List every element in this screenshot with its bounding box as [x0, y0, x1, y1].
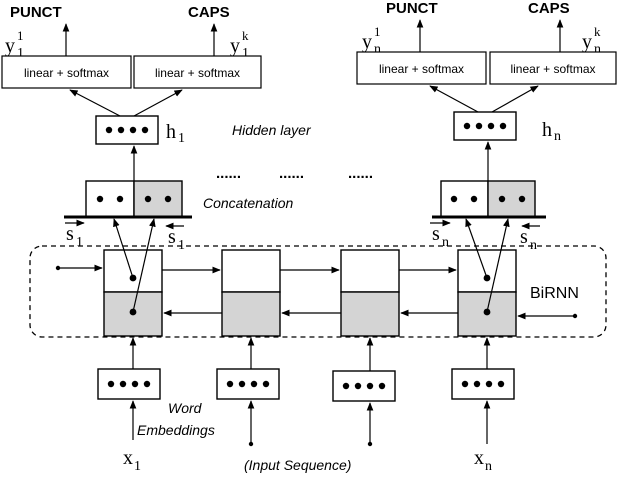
svg-text:n: n [485, 459, 492, 474]
svg-text:y: y [230, 35, 240, 57]
arrow-h1-to-punct [69, 89, 121, 117]
svg-text:linear + softmax: linear + softmax [510, 62, 595, 76]
svg-text:s: s [66, 223, 74, 245]
caps-label-left: CAPS [188, 4, 230, 21]
svg-text:1: 1 [17, 46, 24, 61]
ellipsis-1: ...... [216, 165, 241, 182]
svg-text:1: 1 [17, 28, 24, 43]
input-sequence-label: (Input Sequence) [244, 457, 351, 473]
softmax-box-caps-left: linear + softmax [133, 55, 262, 89]
s-1-backward-label: s 1 [165, 222, 185, 253]
svg-text:1: 1 [178, 131, 185, 146]
ellipsis-3: ...... [348, 165, 373, 182]
punct-label-left: PUNCT [10, 4, 62, 21]
svg-text:s: s [168, 226, 176, 248]
birnn-cell-n [457, 249, 517, 337]
word-label: Word [168, 400, 203, 416]
forward-arrows [55, 264, 457, 274]
s-n-forward-label: s n [430, 219, 451, 250]
h-n-label: h n [542, 119, 561, 144]
svg-text:s: s [432, 223, 440, 245]
state-to-concat-arrows [113, 218, 510, 313]
embedding-box-1 [97, 368, 161, 400]
birnn-cell-2 [221, 249, 281, 337]
embeddings-label: Embeddings [137, 422, 215, 438]
svg-text:linear + softmax: linear + softmax [24, 66, 109, 80]
svg-text:k: k [242, 28, 249, 43]
punct-label-right: PUNCT [386, 0, 438, 17]
embedding-to-birnn-arrows [129, 337, 491, 371]
caps-label-right: CAPS [528, 0, 570, 17]
arrow-hn-to-punct [429, 85, 479, 113]
svg-text:1: 1 [374, 24, 381, 39]
svg-text:1: 1 [242, 46, 249, 61]
svg-text:h: h [542, 119, 552, 141]
svg-text:x: x [123, 447, 133, 469]
backward-arrows [163, 309, 578, 320]
hidden-box-n [453, 111, 517, 141]
svg-text:n: n [594, 42, 601, 57]
svg-text:n: n [530, 238, 537, 253]
svg-text:n: n [554, 129, 561, 144]
svg-text:n: n [442, 235, 449, 250]
y-n-1-label: y 1 n [362, 24, 381, 57]
ellipsis-2: ...... [279, 165, 304, 182]
concatenation-label: Concatenation [203, 195, 294, 211]
embedding-box-2 [216, 368, 280, 400]
svg-text:linear + softmax: linear + softmax [155, 66, 240, 80]
svg-text:y: y [5, 35, 15, 57]
softmax-box-punct-right: linear + softmax [356, 51, 487, 85]
s-n-backward-label: s n [520, 222, 540, 253]
softmax-box-punct-left: linear + softmax [1, 55, 132, 89]
svg-text:s: s [520, 226, 528, 248]
y-1-k-label: y k 1 [230, 28, 249, 61]
svg-text:linear + softmax: linear + softmax [379, 62, 464, 76]
hidden-box-1 [95, 115, 159, 145]
input-to-embedding-arrows [129, 400, 491, 447]
svg-text:y: y [362, 31, 372, 53]
concat-box-1 [85, 180, 183, 218]
svg-text:1: 1 [134, 459, 141, 474]
arrow-hn-to-caps [491, 85, 539, 113]
y-n-k-label: y k n [582, 24, 601, 57]
embedding-box-n [451, 368, 515, 400]
concat-box-n [440, 180, 536, 218]
softmax-box-caps-right: linear + softmax [489, 51, 617, 85]
s-1-forward-label: s 1 [65, 219, 85, 250]
birnn-cell-1 [103, 249, 163, 337]
svg-text:x: x [474, 447, 484, 469]
svg-text:n: n [374, 42, 381, 57]
hidden-layer-label: Hidden layer [232, 122, 312, 138]
birnn-region [29, 245, 607, 338]
birnn-cell-3 [340, 249, 400, 337]
svg-text:y: y [582, 31, 592, 53]
y-1-1-label: y 1 1 [5, 28, 24, 61]
embedding-box-3 [332, 370, 396, 402]
x-1-label: x 1 [123, 447, 141, 474]
x-n-label: x n [474, 447, 492, 474]
svg-text:h: h [166, 121, 176, 143]
h-1-label: h 1 [166, 121, 185, 146]
svg-text:k: k [594, 24, 601, 39]
arrow-h1-to-caps [133, 89, 183, 117]
svg-text:1: 1 [76, 235, 83, 250]
birnn-label: BiRNN [530, 285, 579, 302]
